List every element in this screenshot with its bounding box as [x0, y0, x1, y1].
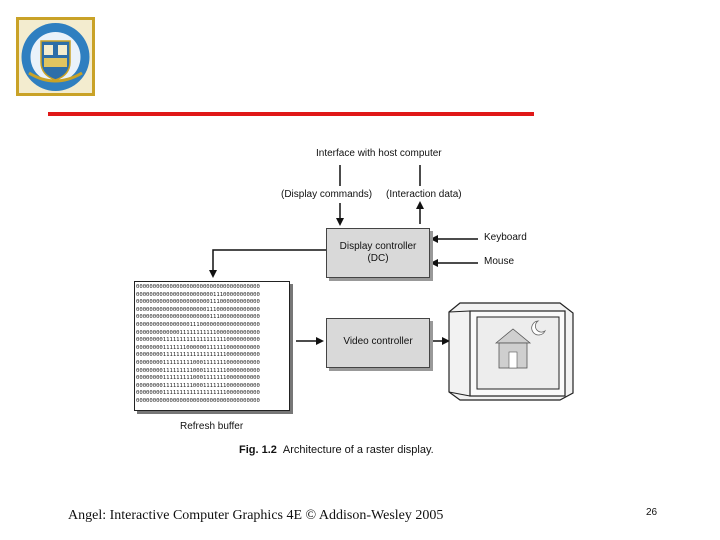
figure-caption-text: Architecture of a raster display.	[282, 444, 434, 456]
display-controller-box: Display controller (DC)	[326, 228, 430, 278]
interface-label: Interface with host computer	[316, 148, 442, 159]
buffer-row: 0000000011111111100011111110000000000	[136, 382, 260, 389]
buffer-row: 0000000000000000000000111000000000000	[136, 314, 260, 321]
video-controller-title: Video controller	[343, 336, 413, 347]
buffer-row: 0000000011111111111111111110000000000	[136, 352, 260, 359]
keyboard-label: Keyboard	[484, 232, 527, 243]
figure-number: Fig. 1.2	[239, 444, 277, 456]
buffer-row: 0000000000000000000000000000000000000	[136, 397, 260, 404]
mouse-label: Mouse	[484, 256, 515, 267]
university-logo	[16, 17, 95, 96]
refresh-buffer-label: Refresh buffer	[180, 421, 244, 432]
buffer-row: 0000000000000000000001110000000000000	[136, 306, 260, 313]
refresh-buffer-grid: 0000000000000000000000000000000000000 00…	[134, 281, 290, 411]
buffer-row: 0000000011111110000001111110000000000	[136, 344, 260, 351]
buffer-row: 0000000000000000000000000000000000000	[136, 284, 260, 290]
monitor-drawing	[448, 302, 574, 401]
moon-icon	[531, 320, 547, 336]
buffer-row: 0000000011111111111111111110000000000	[136, 337, 260, 344]
buffer-row: 0000000000000000111000000000000000000	[136, 321, 260, 328]
buffer-row: 0000000011111111100011111110000000000	[136, 367, 260, 374]
house-icon	[494, 328, 532, 369]
buffer-row: 0000000011111111111111111110000000000	[136, 390, 260, 397]
title-rule	[48, 112, 534, 116]
buffer-row: 0000000011111111100011111110000000000	[136, 375, 260, 382]
display-commands-label: (Display commands)	[281, 189, 373, 200]
figure-caption: Fig. 1.2 Architecture of a raster display…	[239, 444, 434, 456]
page-number: 26	[646, 507, 658, 518]
video-controller-box: Video controller	[326, 318, 430, 368]
dc-to-buffer-arrow	[209, 249, 326, 278]
buffer-row: 0000000011111111100011111110000000000	[136, 359, 260, 366]
interaction-data-label: (Interaction data)	[386, 189, 462, 200]
buffer-row: 0000000000000000000000111000000000000	[136, 299, 260, 306]
buffer-row: 0000000000000000000000011100000000000	[136, 291, 260, 298]
display-controller-abbrev: (DC)	[367, 253, 389, 264]
buffer-row: 0000000000000111111111110000000000000	[136, 329, 260, 336]
footer-credit: Angel: Interactive Computer Graphics 4E …	[68, 508, 444, 523]
display-controller-title: Display controller	[339, 241, 417, 252]
